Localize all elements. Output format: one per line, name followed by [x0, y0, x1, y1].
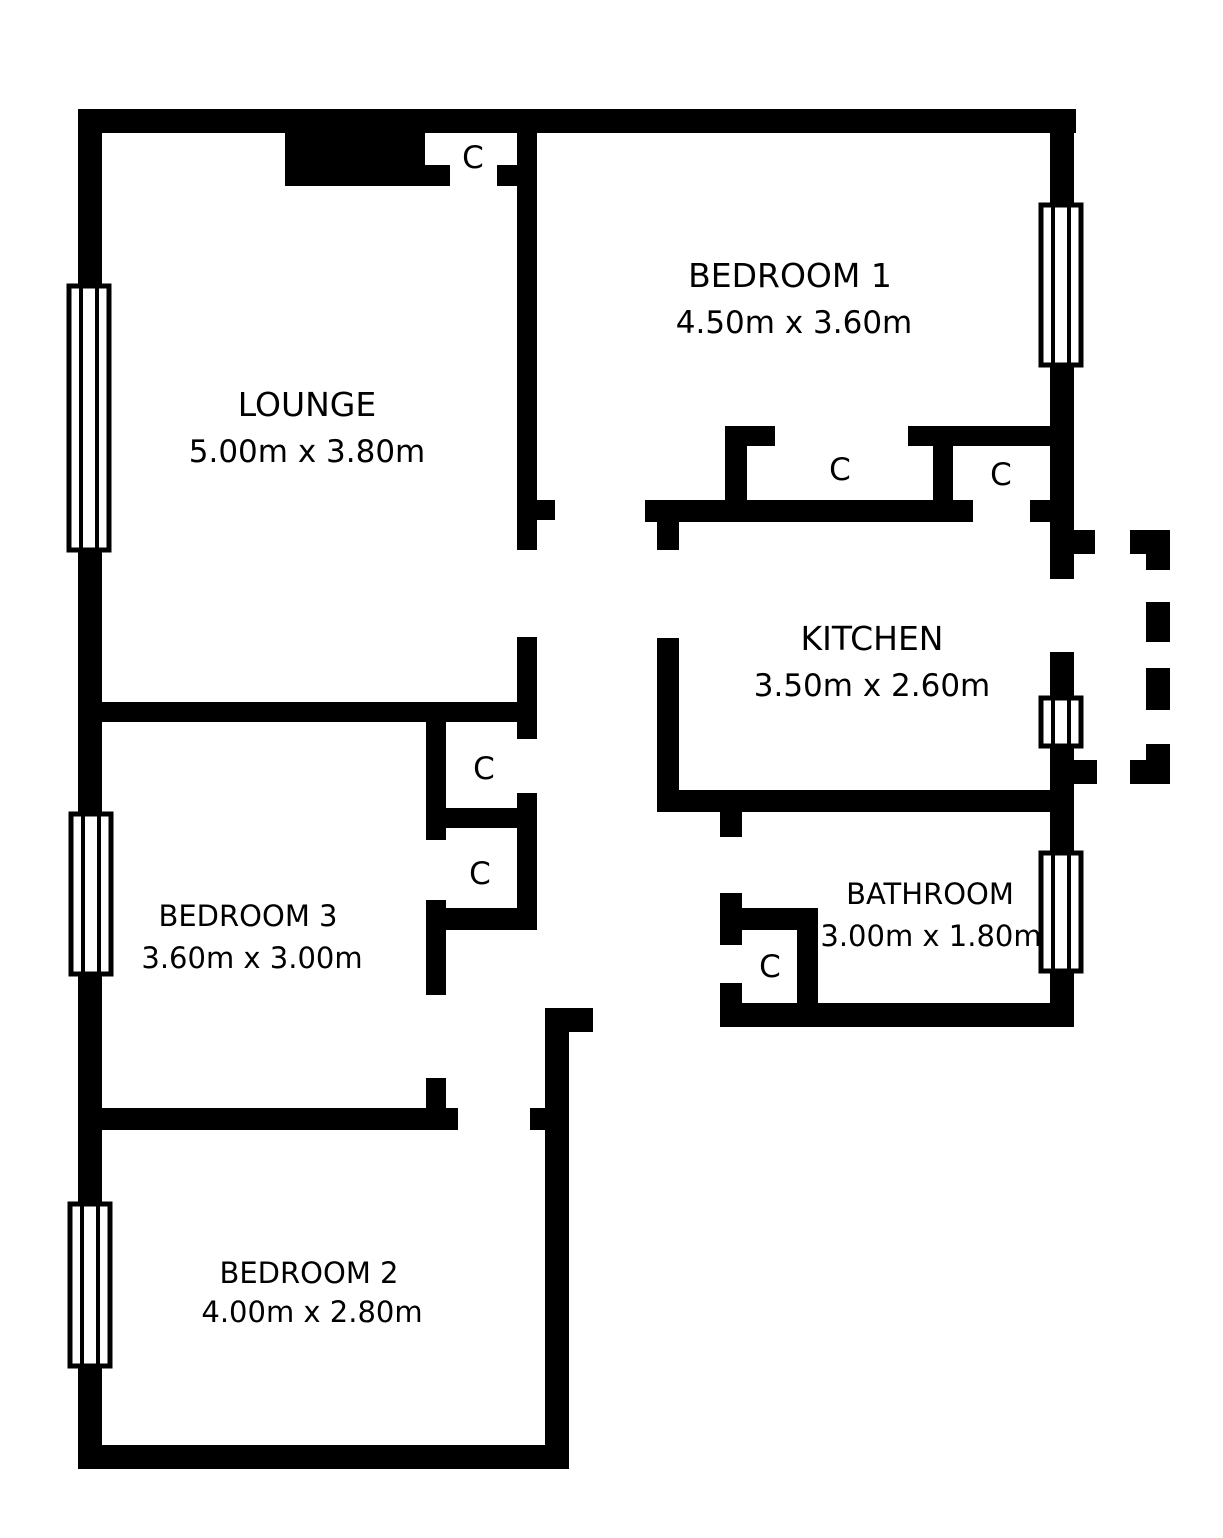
wall-hall-left-upper	[517, 637, 537, 739]
wall-kitchen-door-stub	[720, 790, 742, 837]
closet-label-bedroom3-lower: C	[469, 856, 491, 892]
wall-bedroom3-bedroom2	[78, 1108, 458, 1130]
closet-label-lounge: C	[462, 140, 484, 176]
balcony-dash-2	[1146, 668, 1170, 710]
closet-b1-left-cap	[725, 426, 775, 446]
window-bedroom1	[1038, 202, 1084, 368]
windows	[66, 202, 1084, 1369]
kitchen-size: 3.50m x 2.60m	[754, 668, 991, 704]
lounge-name: LOUNGE	[238, 385, 376, 424]
closet-label-bedroom1-main: C	[829, 452, 851, 488]
wall-lounge-bedroom1	[517, 109, 537, 550]
room-labels: LOUNGE 5.00m x 3.80m BEDROOM 1 4.50m x 3…	[141, 256, 1041, 1329]
wall-top	[78, 109, 1076, 133]
kitchen-door-stub-upper	[1050, 530, 1095, 554]
closet-b1-left-wall	[725, 426, 747, 522]
wall-bottom	[78, 1445, 568, 1469]
window-lounge	[66, 283, 112, 553]
closet-b1-right-wall	[933, 426, 953, 522]
closet-b3-divider	[426, 808, 536, 828]
window-bedroom2	[67, 1201, 113, 1369]
wall-lounge-bedroom3	[78, 702, 537, 722]
bedroom3-name: BEDROOM 3	[158, 899, 337, 933]
closet-b3-wall-left-lower	[426, 900, 446, 995]
wall-b2-door-stub-right	[530, 1108, 569, 1130]
lounge-closet-stub	[497, 165, 517, 186]
window-bathroom	[1038, 850, 1084, 974]
wall-bedroom2-right	[545, 1008, 569, 1469]
closet-b3-bottom	[426, 908, 537, 930]
bathroom-size: 3.00m x 1.80m	[820, 919, 1041, 953]
wall-bedroom2-right-stub	[545, 1008, 593, 1032]
wall-b3b2-door-stub	[426, 1078, 446, 1130]
closet-b1-right-stub	[1030, 500, 1074, 522]
wall-bathroom-bottom	[720, 1003, 1074, 1027]
closet-label-bedroom3-upper: C	[473, 751, 495, 787]
bedroom1-size: 4.50m x 3.60m	[676, 305, 913, 341]
closet-bath-top	[720, 908, 818, 930]
balcony-dash-1	[1146, 602, 1170, 642]
closet-b1-top-right	[908, 426, 1074, 446]
bathroom-name: BATHROOM	[846, 877, 1014, 911]
closet-bath-left-lower	[720, 983, 742, 1027]
wall-kitchen-left	[657, 638, 679, 812]
closet-b1-bottom	[645, 500, 973, 522]
closet-b3-wall-right	[517, 808, 537, 930]
balcony-corner-bottom	[1130, 760, 1170, 784]
closet-label-bedroom1-small: C	[990, 457, 1012, 493]
bedroom2-size: 4.00m x 2.80m	[201, 1295, 422, 1329]
closet-label-bathroom: C	[759, 949, 781, 985]
lounge-size: 5.00m x 3.80m	[189, 434, 426, 470]
wall-lounge-door-stub	[517, 500, 555, 520]
balcony-corner-top-side	[1146, 530, 1170, 570]
bedroom1-name: BEDROOM 1	[688, 256, 892, 295]
closet-labels: C C C C C C	[462, 140, 1012, 985]
kitchen-door-stub-lower	[1050, 760, 1097, 784]
lounge-closet-wall-h	[285, 165, 450, 186]
window-kitchen	[1038, 695, 1084, 749]
kitchen-name: KITCHEN	[801, 619, 944, 658]
closet-b3-wall-left	[426, 702, 446, 840]
closet-b1-door-stub	[657, 500, 679, 550]
bedroom2-name: BEDROOM 2	[219, 1256, 398, 1290]
wall-kitchen-bathroom	[657, 790, 1074, 812]
window-bedroom3	[68, 811, 114, 977]
closet-bath-right	[797, 908, 818, 1027]
bedroom3-size: 3.60m x 3.00m	[141, 941, 362, 975]
